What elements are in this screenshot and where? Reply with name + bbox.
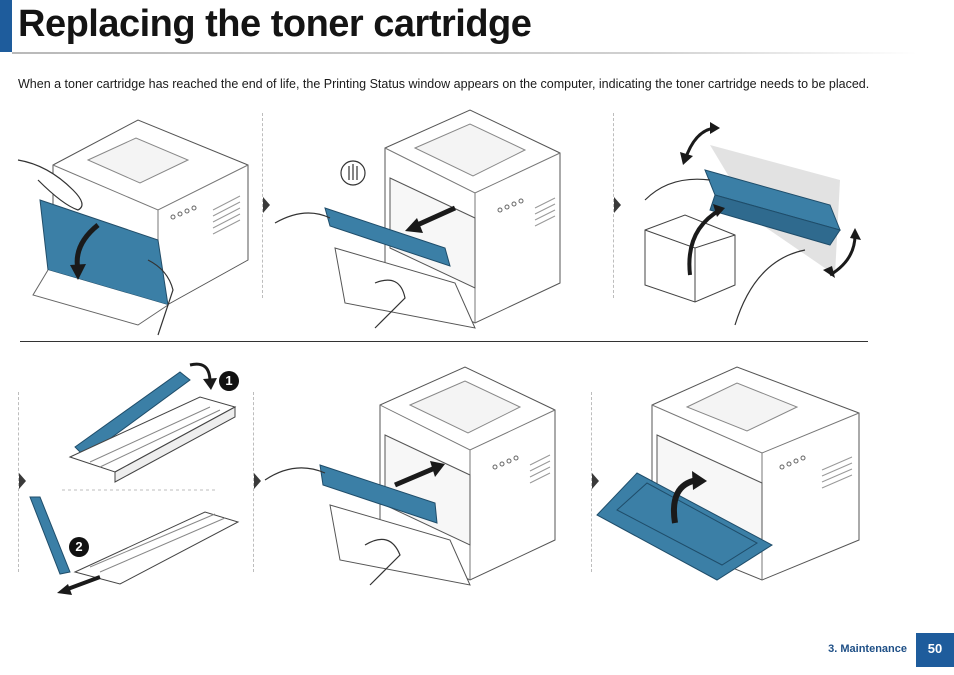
page-title: Replacing the toner cartridge <box>18 3 532 45</box>
step-close-front-cover-illustration <box>596 366 860 581</box>
step-divider <box>591 392 592 572</box>
title-accent-bar <box>0 0 12 52</box>
step-unpack-new-cartridge-illustration <box>644 122 861 326</box>
intro-paragraph: When a toner cartridge has reached the e… <box>18 77 870 91</box>
step-divider <box>262 113 263 298</box>
step-arrow-icon <box>254 473 261 489</box>
step-arrow-icon <box>614 197 621 213</box>
step-badge-1: 1 <box>219 371 239 391</box>
step-arrow-icon <box>592 473 599 489</box>
step-divider <box>613 113 614 298</box>
step-remove-protective-cover-illustration <box>29 362 240 595</box>
step-badge-2: 2 <box>69 537 89 557</box>
step-arrow-icon <box>19 473 26 489</box>
row-divider <box>20 341 868 342</box>
step-remove-cartridge-illustration <box>274 109 561 329</box>
step-arrow-icon <box>263 197 270 213</box>
footer-section-label: 3. Maintenance <box>828 643 907 655</box>
step-divider <box>253 392 254 572</box>
step-insert-cartridge-illustration <box>264 366 556 586</box>
step-open-front-cover-illustration <box>17 119 249 336</box>
step-divider <box>18 392 19 572</box>
page-number-badge: 50 <box>916 633 954 667</box>
title-divider <box>12 52 917 54</box>
